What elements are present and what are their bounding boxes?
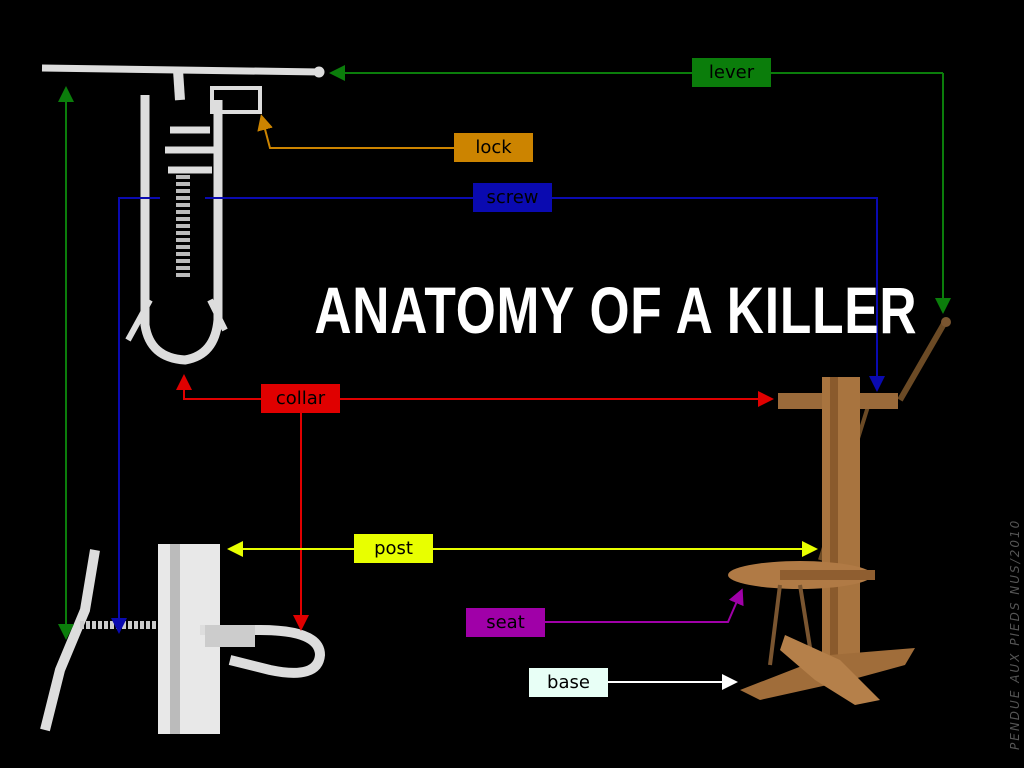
- connector-seat: [545, 588, 744, 623]
- label-screw: screw: [473, 183, 552, 212]
- connector-lock: [257, 114, 454, 149]
- garrote-top-image: [41, 64, 325, 365]
- connector-lever: [58, 65, 951, 640]
- label-base: base: [529, 668, 608, 697]
- connector-collar: [176, 374, 774, 631]
- wooden-chair-image: [728, 317, 951, 705]
- diagram-title: ANATOMY OF A KILLER: [314, 273, 918, 347]
- label-lock: lock: [454, 133, 533, 162]
- label-lever: lever: [692, 58, 771, 87]
- label-post: post: [354, 534, 433, 563]
- label-collar: collar: [261, 384, 340, 413]
- garrote-bottom-image: [40, 544, 326, 734]
- connector-screw: [111, 197, 885, 634]
- credit-watermark: PENDUE AUX PIEDS NUS/2010: [1008, 518, 1022, 750]
- label-seat: seat: [466, 608, 545, 637]
